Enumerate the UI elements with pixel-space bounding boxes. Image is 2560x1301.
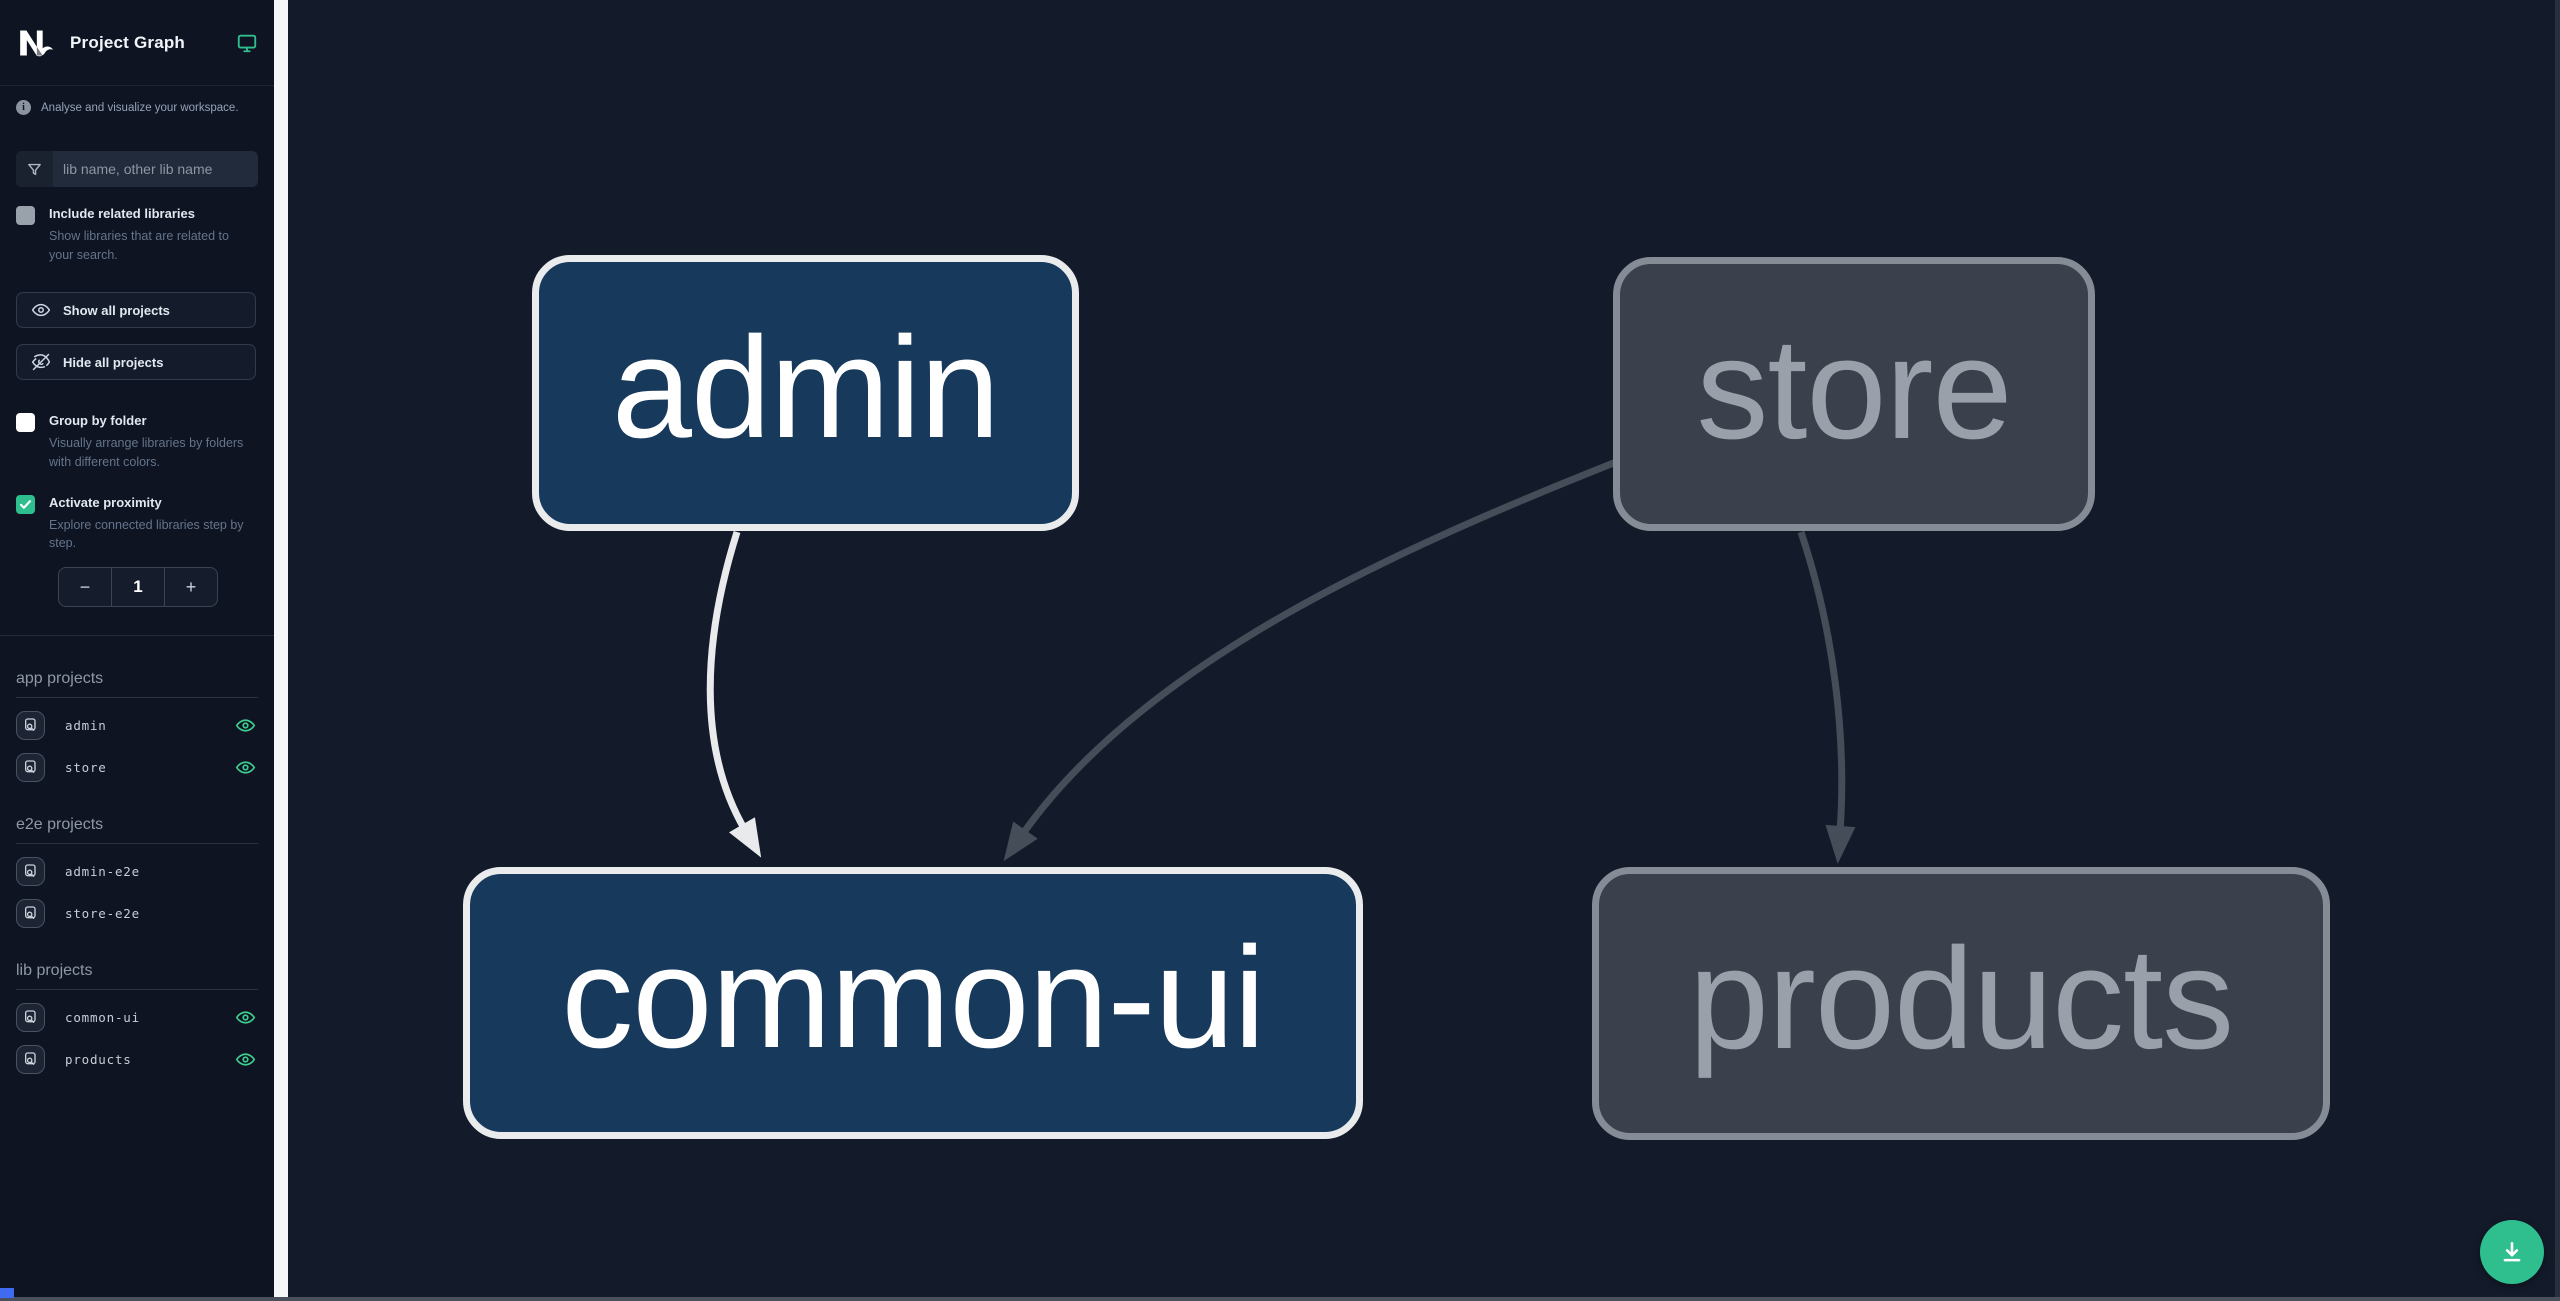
- activate-proximity-desc: Explore connected libraries step by step…: [49, 517, 244, 551]
- horizontal-scrollbar[interactable]: [0, 1297, 2560, 1301]
- activate-proximity-row: Activate proximity Explore connected lib…: [0, 472, 274, 553]
- include-related-checkbox[interactable]: [16, 206, 35, 225]
- eye-off-icon: [31, 354, 51, 371]
- focus-project-icon[interactable]: [16, 1002, 45, 1032]
- download-graph-button[interactable]: [2480, 1220, 2544, 1284]
- project-row-admin: admin: [16, 710, 258, 740]
- section-title-e2e-projects: e2e projects: [16, 816, 258, 845]
- eye-icon: [31, 304, 51, 317]
- group-by-folder-desc: Visually arrange libraries by folders wi…: [49, 436, 244, 469]
- sidebar: Project Graph i Analyse and visualize yo…: [0, 0, 274, 1301]
- project-row-admin-e2e: admin-e2e: [16, 856, 258, 886]
- graph-node-store[interactable]: store: [1613, 257, 2095, 531]
- graph-node-admin[interactable]: admin: [532, 255, 1079, 531]
- info-icon: i: [16, 100, 31, 115]
- activate-proximity-checkbox[interactable]: [16, 494, 35, 514]
- focus-project-icon[interactable]: [16, 710, 45, 740]
- graph-node-common-ui[interactable]: common-ui: [463, 867, 1363, 1139]
- proximity-increment-button[interactable]: +: [164, 568, 217, 607]
- project-row-products: products: [16, 1044, 258, 1074]
- project-name[interactable]: store-e2e: [65, 905, 140, 921]
- search-input[interactable]: [53, 151, 258, 187]
- node-label: admin: [611, 307, 1000, 468]
- focus-project-icon[interactable]: [16, 856, 45, 886]
- focus-project-icon[interactable]: [16, 752, 45, 782]
- project-name[interactable]: products: [65, 1051, 132, 1067]
- proximity-value[interactable]: 1: [111, 568, 164, 607]
- project-visibility-eye-icon[interactable]: [235, 715, 256, 736]
- proximity-stepper: − 1 +: [58, 567, 218, 608]
- vertical-scrollbar[interactable]: [2555, 0, 2560, 1301]
- filter-input-group: [16, 151, 258, 187]
- workspace-tagline-row: i Analyse and visualize your workspace.: [0, 86, 274, 121]
- activate-proximity-label: Activate proximity: [49, 494, 162, 510]
- include-related-label: Include related libraries: [49, 206, 195, 221]
- group-by-folder-row: Group by folder Visually arrange librari…: [0, 380, 274, 471]
- monitor-icon[interactable]: [236, 32, 258, 54]
- project-name[interactable]: common-ui: [65, 1009, 140, 1025]
- horizontal-scrollbar-thumb[interactable]: [0, 1288, 14, 1298]
- focus-project-icon[interactable]: [16, 1044, 45, 1074]
- workspace-tagline: Analyse and visualize your workspace.: [41, 101, 239, 114]
- project-row-store: store: [16, 752, 258, 782]
- project-row-store-e2e: store-e2e: [16, 898, 258, 928]
- sidebar-resizer-handle[interactable]: [274, 0, 288, 1301]
- project-name[interactable]: admin-e2e: [65, 863, 140, 879]
- project-visibility-eye-icon[interactable]: [235, 1049, 256, 1070]
- page-title: Project Graph: [70, 32, 186, 52]
- hide-all-projects-label: Hide all projects: [63, 354, 164, 370]
- show-all-projects-label: Show all projects: [63, 302, 170, 318]
- project-list: app projects admin: [0, 670, 274, 1074]
- graph-node-products[interactable]: products: [1592, 867, 2330, 1140]
- sidebar-header: Project Graph: [0, 0, 274, 86]
- project-visibility-eye-icon[interactable]: [235, 1007, 256, 1028]
- hide-all-projects-button[interactable]: Hide all projects: [16, 344, 256, 381]
- group-by-folder-checkbox[interactable]: [16, 413, 35, 433]
- include-related-row: Include related libraries Show libraries…: [0, 187, 274, 264]
- download-icon: [2503, 1242, 2521, 1262]
- show-all-projects-button[interactable]: Show all projects: [16, 292, 256, 329]
- group-by-folder-label: Group by folder: [49, 413, 147, 429]
- section-title-app-projects: app projects: [16, 670, 258, 699]
- node-label: common-ui: [561, 917, 1265, 1078]
- project-name[interactable]: store: [65, 759, 107, 775]
- project-row-common-ui: common-ui: [16, 1002, 258, 1032]
- proximity-decrement-button[interactable]: −: [79, 576, 91, 597]
- sidebar-divider: [0, 635, 274, 637]
- project-name[interactable]: admin: [65, 717, 107, 733]
- check-icon: [19, 499, 32, 509]
- project-visibility-eye-icon[interactable]: [235, 757, 256, 778]
- include-related-desc: Show libraries that are related to your …: [49, 228, 229, 262]
- node-label: store: [1696, 308, 2012, 469]
- node-label: products: [1688, 917, 2234, 1079]
- focus-project-icon[interactable]: [16, 898, 45, 928]
- nx-logo-icon: [20, 30, 54, 56]
- section-title-lib-projects: lib projects: [16, 962, 258, 991]
- funnel-icon: [16, 151, 53, 187]
